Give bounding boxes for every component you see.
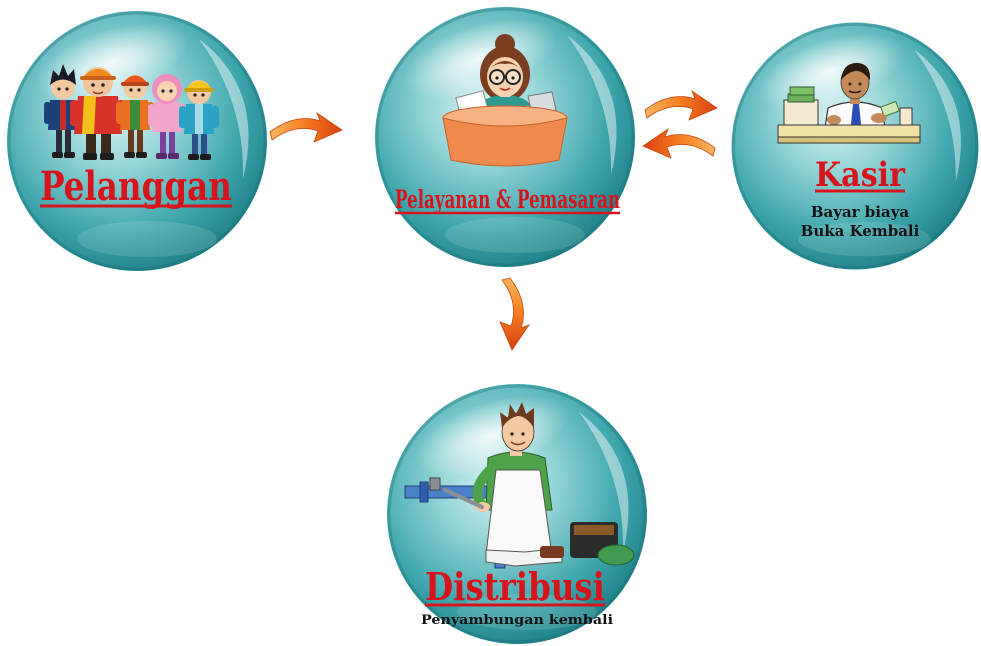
cashier-caption-line1: Bayar biaya xyxy=(811,203,910,221)
cashier-caption-line2: Buka Kembali xyxy=(801,222,920,240)
receptionist-icon xyxy=(442,34,568,167)
distribution-title: Distribusi xyxy=(425,564,605,609)
children-group-icon xyxy=(44,64,219,160)
child-figure xyxy=(179,80,219,160)
arrow-service-to-distribution xyxy=(499,277,530,351)
service-title: Pelayanan & Pemasaran xyxy=(395,185,620,214)
customer-title: Pelanggan xyxy=(40,163,232,210)
cashier-icon xyxy=(777,62,921,144)
arrow-cashier-to-service xyxy=(642,128,716,159)
cashier-title: Kasir xyxy=(815,155,906,195)
arrow-customer-to-service xyxy=(269,112,343,143)
plumber-icon xyxy=(404,402,635,569)
child-figure xyxy=(116,75,154,158)
distribution-caption: Penyambungan kembali xyxy=(421,613,613,628)
arrow-service-to-cashier xyxy=(644,90,718,121)
